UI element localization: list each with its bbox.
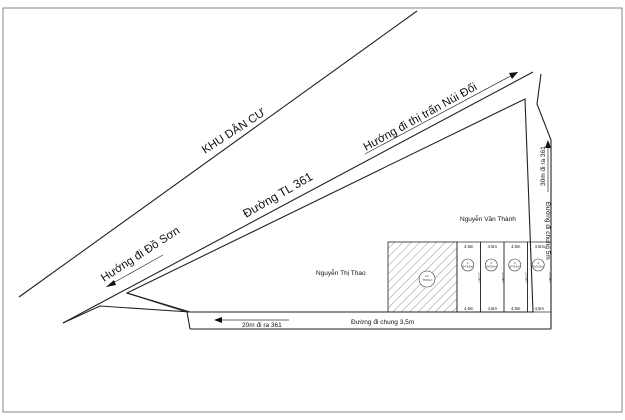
label-owner-left: Nguyễn Thị Thao: [316, 268, 366, 277]
arrow-to-nui-doi: [364, 71, 519, 155]
arrow-30m-to-361: [545, 140, 551, 192]
road-edge-lower: [62, 71, 534, 324]
arrow-to-do-son: [105, 254, 164, 288]
label-residential: KHU DÂN CƯ: [200, 106, 269, 157]
common-road-bottom-link: [186, 311, 191, 330]
label-road-name: Đường TL 361: [241, 169, 316, 220]
plot-hatched: Lô 76,5m²: [387, 241, 458, 313]
plot-outline: [456, 241, 481, 313]
plot-stamp-circle: [508, 258, 522, 272]
label-to-do-son: Hướng đi Đồ Sơn: [99, 225, 182, 285]
plot-width-top: 4,5m: [488, 244, 498, 249]
plot-outline: [480, 241, 505, 313]
arrow-20m-to-361: [214, 317, 289, 323]
plot-stamp-circle: [484, 258, 498, 272]
common-road-5m: [536, 73, 552, 329]
plot-stamp-area: S=76,5m²: [463, 266, 474, 269]
plot-stamp-id: 2: [491, 261, 493, 265]
plot-outline: [527, 241, 552, 313]
plot-depth: 17,0m: [478, 272, 482, 283]
plot-depth: 17,0m: [501, 272, 505, 283]
plot-stamp-id: 3: [514, 261, 516, 265]
plot-4: 4,5m 4,5m 17,0m 4S=76,5m²: [527, 241, 552, 313]
plot-1: 4,5m 4,5m 17,0m 1S=76,5m²: [456, 241, 482, 313]
label-distance-361-bottom: 20m đi ra 361: [242, 322, 282, 329]
plot-width-top: 4,5m: [535, 244, 545, 249]
plot-stamp-id: 4: [538, 261, 540, 265]
plots-group: 4,5m4,5m17,0m1S=76,5m²4,5m4,5m17,0m2S=76…: [456, 241, 552, 313]
plot-width-top: 4,5m: [464, 244, 474, 249]
label-common-road-35m: Đường đi chung 3,5m: [351, 319, 414, 326]
label-common-road-5m: Đường đi chung 5m: [544, 202, 551, 260]
plot-2: 4,5m 4,5m 17,0m 2S=76,5m²: [480, 241, 505, 313]
label-distance-361-right: 30m đi ra 361: [540, 146, 547, 186]
land-boundary: [125, 98, 534, 313]
plot-width-bottom: 4,5m: [464, 306, 474, 311]
plot-width-bottom: 4,5m: [488, 306, 498, 311]
plot-depth: 17,0m: [548, 272, 552, 283]
svg-text:76,5m²: 76,5m²: [422, 278, 431, 282]
plot-width-top: 4,5m: [511, 244, 521, 249]
plot-width-bottom: 4,5m: [511, 306, 521, 311]
label-owner-right: Nguyễn Văn Thành: [460, 214, 516, 223]
plot-stamp-area: S=76,5m²: [533, 266, 544, 269]
plot-stamp-area: S=76,5m²: [486, 266, 497, 269]
plot-3: 4,5m 4,5m 17,0m 3S=76,5m²: [503, 241, 529, 313]
svg-text:Lô: Lô: [425, 274, 429, 278]
plot-stamp-id: 1: [467, 261, 469, 265]
plot-outline: [503, 241, 528, 313]
common-road-3-5m: [62, 292, 191, 324]
plot-width-bottom: 4,5m: [535, 306, 545, 311]
map-frame: [2, 7, 623, 413]
plot-stamp-circle: [461, 258, 475, 272]
road-edge-upper: [18, 10, 418, 298]
label-to-nui-doi: Hướng đi thị trấn Núi Đối: [362, 81, 480, 153]
plot-stamp-area: S=76,5m²: [510, 266, 521, 269]
plot-stamp-circle: [531, 258, 545, 272]
plot-depth: 17,0m: [525, 272, 529, 283]
